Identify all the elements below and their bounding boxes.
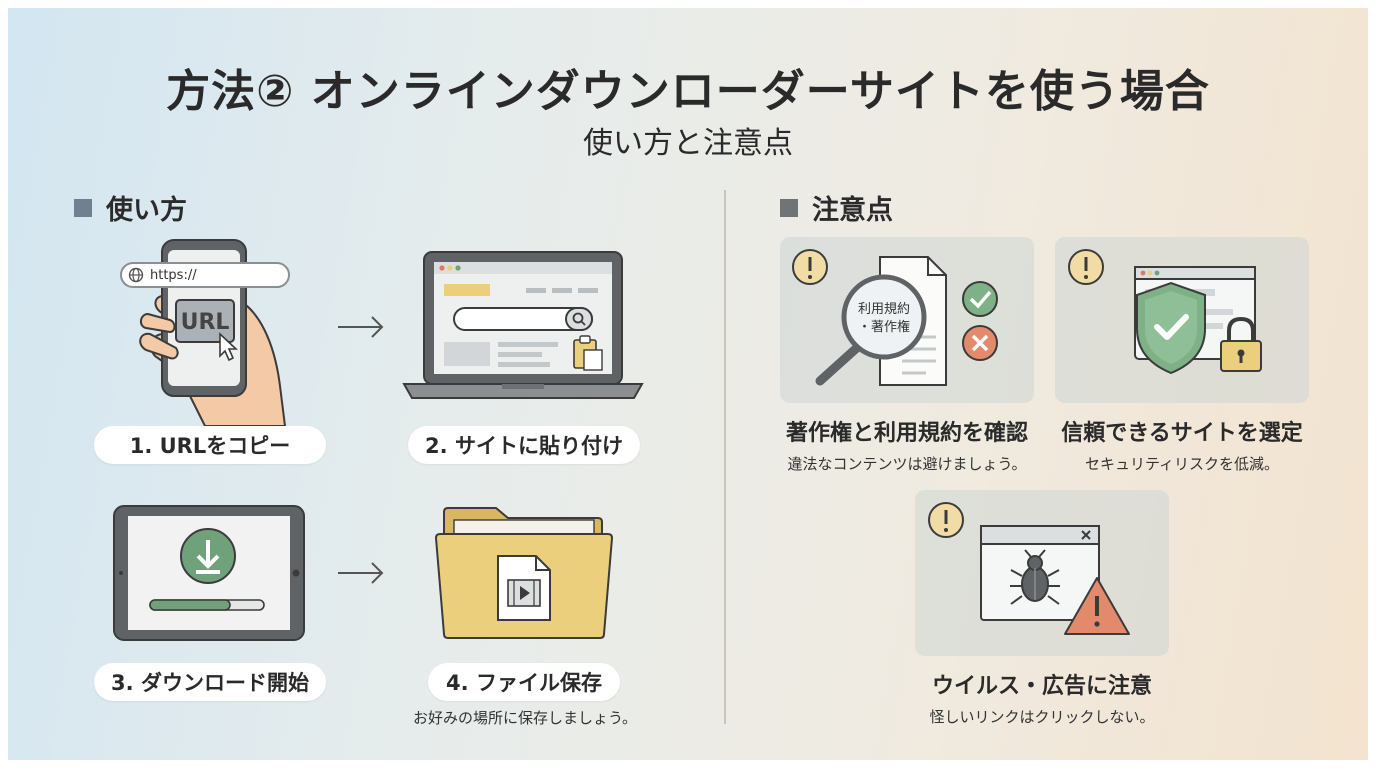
shield-lock-icon (1068, 249, 1262, 375)
caution-3-desc: 怪しいリンクはクリックしない。 (929, 708, 1155, 726)
page-title: 方法② オンラインダウンローダーサイトを使う場合 (166, 66, 1210, 117)
url-bar: https:// (120, 262, 290, 288)
tablet-download-icon (113, 505, 305, 641)
step-4-note: お好みの場所に保存しましょう。 (412, 709, 638, 727)
arrow-right-icon (338, 316, 384, 338)
step-4-label: 4. ファイル保存 (428, 663, 620, 701)
caution-1-title: 著作権と利用規約を確認 (785, 421, 1028, 446)
usage-heading: 使い方 (74, 188, 187, 227)
step-2-label: 2. サイトに貼り付け (408, 426, 640, 464)
globe-icon (128, 267, 144, 283)
url-button-text: URL (181, 310, 230, 335)
url-bar-text: https:// (150, 267, 197, 283)
caution-2-title: 信頼できるサイトを選定 (1061, 421, 1303, 446)
square-bullet-icon (780, 198, 798, 217)
caution-1-desc: 違法なコンテンツは避けましょう。 (787, 455, 1027, 473)
caution-3-title: ウイルス・広告に注意 (931, 674, 1152, 699)
magnifier-document-icon: 利用規約 ・著作権 (792, 249, 998, 386)
folder-video-icon (434, 507, 614, 639)
cautions-heading: 注意点 (780, 188, 893, 227)
laptop-search-icon (402, 251, 644, 399)
arrow-right-icon (338, 562, 384, 584)
cautions-heading-text: 注意点 (812, 195, 893, 226)
bug-warning-window-icon (928, 502, 1130, 635)
usage-heading-text: 使い方 (106, 195, 187, 226)
doc-label-line2: ・著作権 (858, 319, 910, 335)
section-divider (724, 190, 726, 724)
caution-2-desc: セキュリティリスクを低減。 (1084, 455, 1280, 473)
square-bullet-icon (74, 198, 92, 217)
page-subtitle: 使い方と注意点 (583, 126, 793, 161)
step-1-label: 1. URLをコピー (94, 426, 326, 464)
step-3-label: 3. ダウンロード開始 (94, 663, 326, 701)
doc-label-line1: 利用規約 (858, 302, 910, 317)
